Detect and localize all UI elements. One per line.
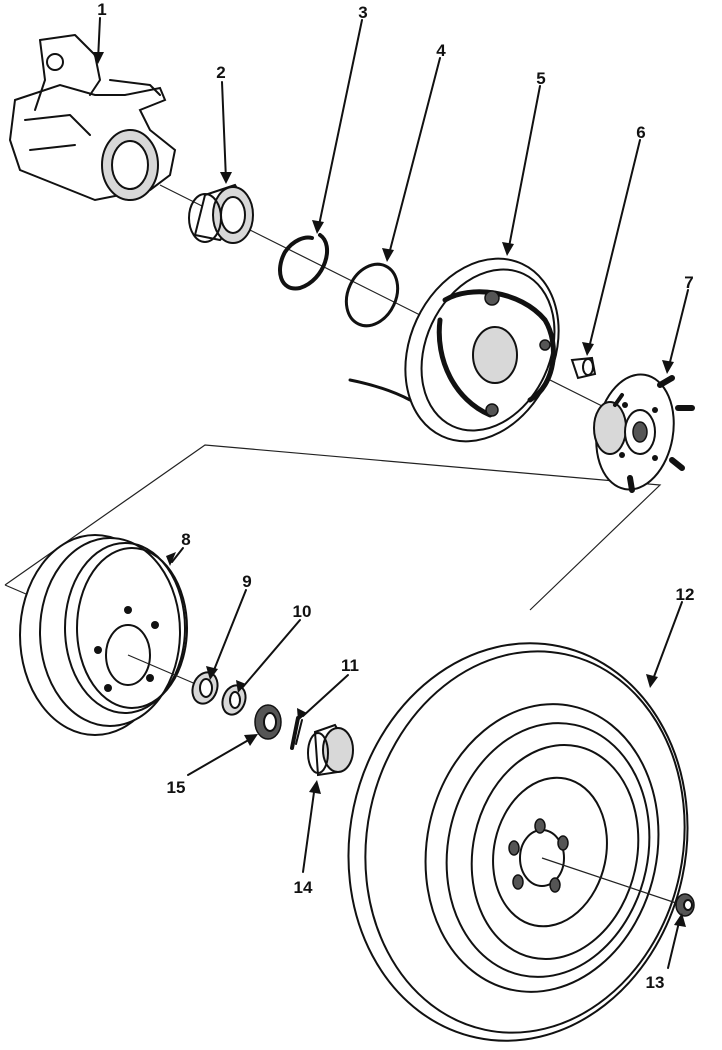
- tire-and-wheel: [347, 642, 689, 1042]
- callout-10: 10: [293, 602, 312, 621]
- wheel-hub: [593, 373, 695, 493]
- brake-drum: [19, 534, 206, 736]
- callout-3: 3: [358, 3, 367, 22]
- callout-9: 9: [242, 572, 251, 591]
- callout-6: 6: [636, 123, 645, 142]
- snap-ring: [278, 233, 330, 291]
- leader-arrows: [92, 17, 689, 969]
- cotter-pin: [290, 716, 303, 750]
- callout-1: 1: [97, 0, 106, 19]
- callout-14: 14: [294, 878, 313, 897]
- o-ring: [344, 262, 400, 328]
- spindle-nut: [254, 704, 282, 740]
- callout-7: 7: [684, 273, 693, 292]
- dust-cap: [307, 723, 354, 777]
- callout-12: 12: [676, 585, 695, 604]
- callout-13: 13: [646, 973, 665, 992]
- callout-2: 2: [216, 63, 225, 82]
- callout-4: 4: [436, 41, 446, 60]
- steering-knuckle: [8, 34, 177, 202]
- wheel-bearing: [188, 183, 254, 244]
- callout-5: 5: [536, 69, 545, 88]
- callout-labels: 1 2 3 4 5 6 7 8 9 10 11 12 13 14 15: [97, 0, 694, 992]
- callout-11: 11: [341, 656, 359, 675]
- lug-nut: [675, 893, 695, 917]
- brake-backing-plate: [348, 257, 560, 443]
- washer: [221, 684, 247, 716]
- backing-plate-bolt: [570, 356, 597, 380]
- grease-seal: [191, 671, 219, 705]
- callout-15: 15: [167, 778, 186, 797]
- callout-8: 8: [181, 530, 190, 549]
